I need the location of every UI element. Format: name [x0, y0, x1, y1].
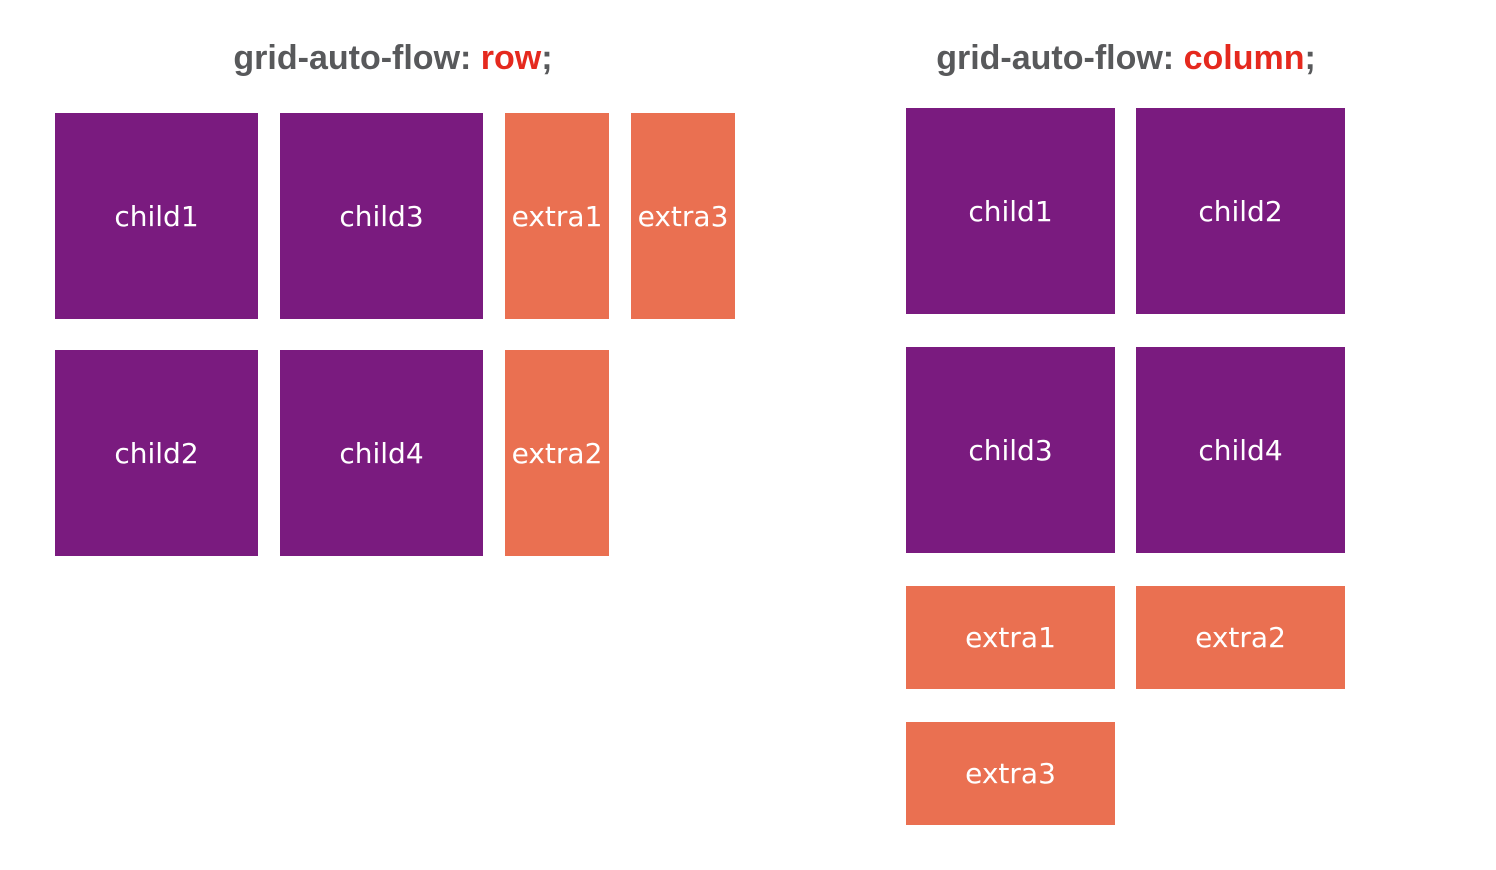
grid-cell-extra1: extra1 — [906, 586, 1115, 689]
grid-cell-child4: child4 — [1136, 347, 1345, 553]
grid-cell-child3: child3 — [280, 113, 483, 319]
title-grid-auto-flow-column: grid-auto-flow: column; — [906, 40, 1346, 76]
grid-cell-extra3: extra3 — [631, 113, 735, 319]
title-semicolon: ; — [541, 39, 553, 77]
title-keyword-row: row — [480, 39, 542, 77]
grid-cell-child3: child3 — [906, 347, 1115, 553]
grid-cell-child4: child4 — [280, 350, 483, 556]
title-grid-auto-flow-row: grid-auto-flow: row; — [55, 40, 731, 76]
grid-cell-child2: child2 — [1136, 108, 1345, 314]
grid-cell-child1: child1 — [906, 108, 1115, 314]
grid-cell-extra2: extra2 — [1136, 586, 1345, 689]
grid-cell-extra3: extra3 — [906, 722, 1115, 825]
title-property-text: grid-auto-flow: — [233, 39, 481, 77]
grid-cell-extra2: extra2 — [505, 350, 609, 556]
title-keyword-column: column — [1183, 39, 1305, 77]
title-property-text: grid-auto-flow: — [936, 39, 1184, 77]
grid-cell-extra1: extra1 — [505, 113, 609, 319]
grid-cell-child2: child2 — [55, 350, 258, 556]
title-semicolon: ; — [1304, 39, 1316, 77]
grid-cell-child1: child1 — [55, 113, 258, 319]
